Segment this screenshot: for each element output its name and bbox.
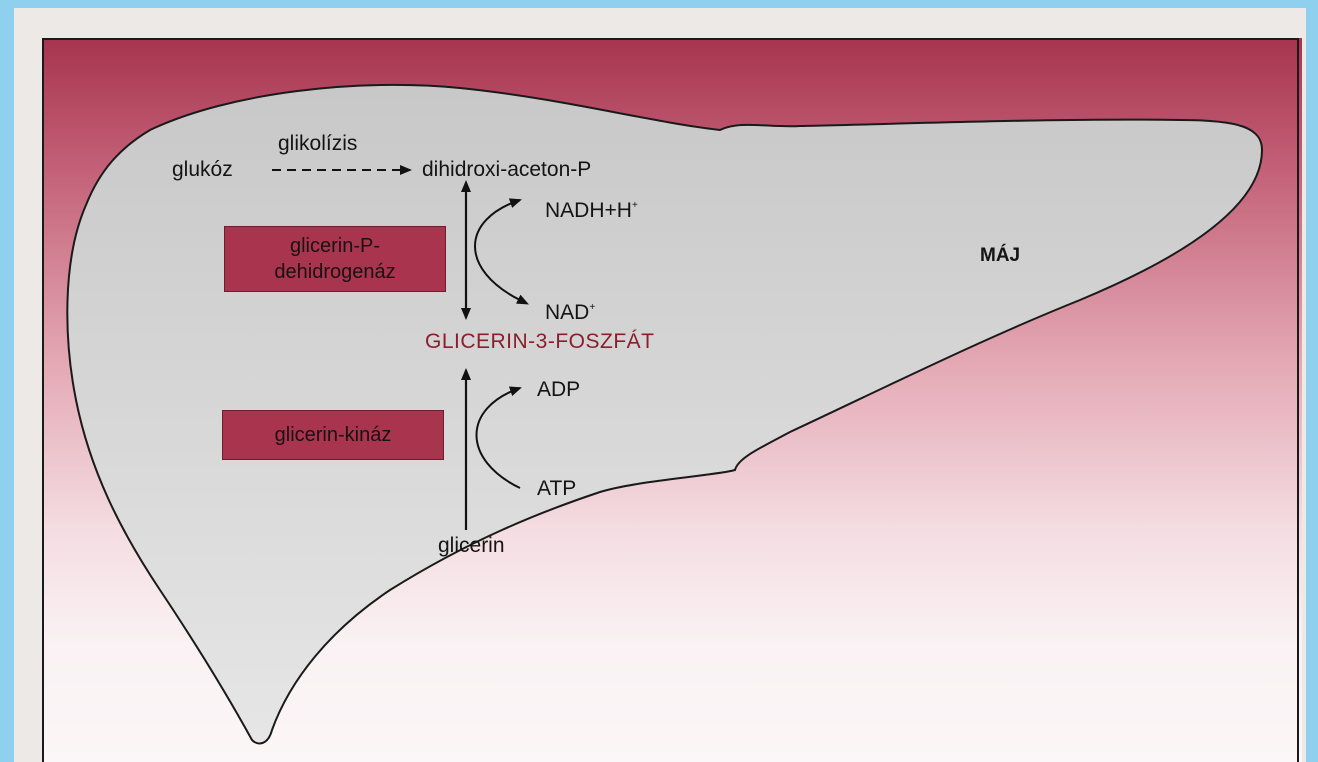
nadh-label: NADH+H+ [545,194,638,223]
glycerol-3-phosphate-label: GLICERIN-3-FOSZFÁT [425,330,655,354]
adp-label: ADP [537,378,580,402]
dhap-label: dihidroxi-aceton-P [422,158,591,182]
glycerol-label: glicerin [438,534,505,558]
kinase-enzyme-box: glicerin-kináz [222,410,444,460]
nad-label: NAD+ [545,296,595,325]
nadh-charge: + [632,200,638,211]
glucose-label: glukóz [172,158,233,182]
atp-label: ATP [537,477,576,501]
nad-charge: + [589,302,595,313]
liver-label: MÁJ [980,244,1020,268]
glycolysis-label: glikolízis [278,132,357,156]
dehydrogenase-enzyme-box: glicerin-P- dehidrogenáz [224,226,446,292]
